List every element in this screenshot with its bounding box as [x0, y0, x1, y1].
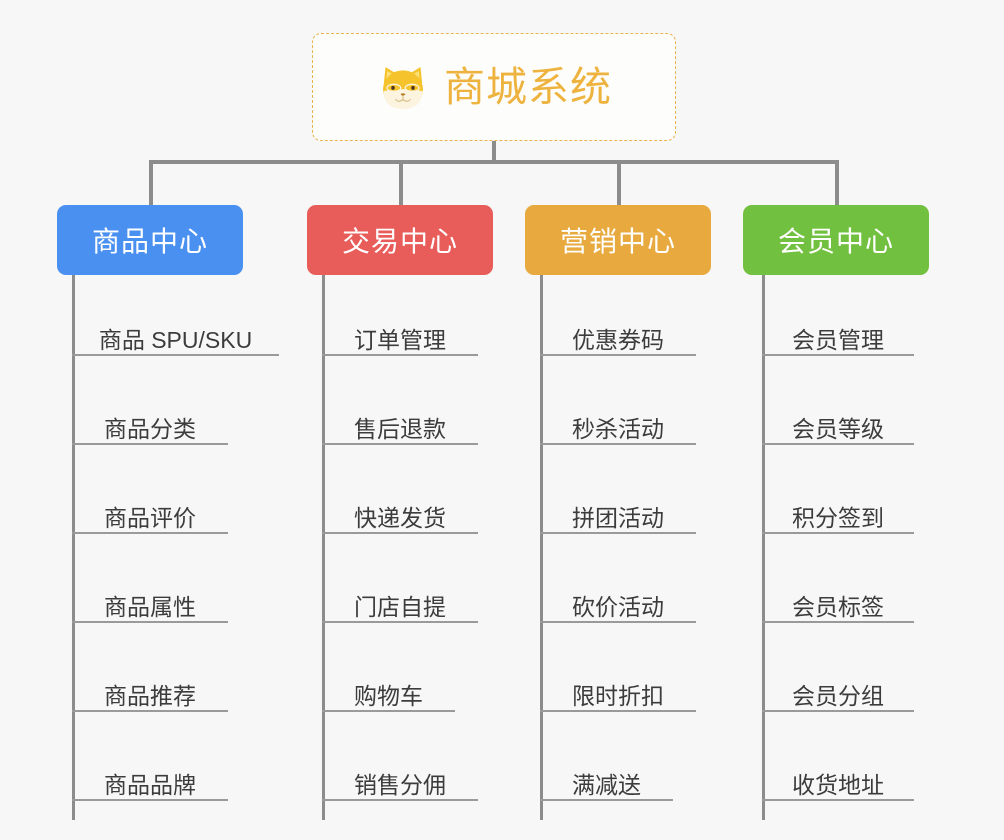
- leaf-item[interactable]: 商品品牌: [72, 767, 228, 801]
- leaf-label: 优惠券码: [572, 326, 664, 353]
- leaf-item[interactable]: 会员标签: [762, 589, 914, 623]
- leaf-label: 订单管理: [354, 326, 446, 353]
- category-header-4-label: 会员中心: [777, 226, 894, 257]
- leaf-label: 积分签到: [792, 504, 884, 531]
- leaf-label: 购物车: [354, 682, 423, 709]
- leaf-item[interactable]: 满减送: [540, 767, 673, 801]
- root-title: 商城系统: [444, 63, 612, 110]
- leaf-label: 商品评价: [104, 504, 196, 531]
- leaf-label: 限时折扣: [572, 682, 664, 709]
- leaf-label: 门店自提: [354, 593, 446, 620]
- leaf-item[interactable]: 拼团活动: [540, 500, 696, 534]
- leaf-item[interactable]: 商品评价: [72, 500, 228, 534]
- leaf-item[interactable]: 商品推荐: [72, 678, 228, 712]
- connector-drop-1: [149, 160, 153, 205]
- connector-drop-4: [835, 160, 839, 205]
- category-header-3-label: 营销中心: [559, 226, 676, 257]
- leaf-item[interactable]: 商品分类: [72, 411, 228, 445]
- connector-bus: [149, 160, 839, 164]
- leaf-label: 销售分佣: [354, 771, 446, 798]
- leaf-label: 会员分组: [792, 682, 884, 709]
- leaf-label: 会员标签: [792, 593, 884, 620]
- connector-drop-2: [399, 160, 403, 205]
- leaf-item[interactable]: 秒杀活动: [540, 411, 696, 445]
- column-trunk-1: [72, 275, 75, 820]
- leaf-label: 商品分类: [104, 415, 196, 442]
- leaf-item[interactable]: 快递发货: [322, 500, 478, 534]
- connector-drop-3: [617, 160, 621, 205]
- leaf-item[interactable]: 收货地址: [762, 767, 914, 801]
- leaf-label: 商品属性: [104, 593, 196, 620]
- leaf-item[interactable]: 砍价活动: [540, 589, 696, 623]
- leaf-label: 会员管理: [792, 326, 884, 353]
- leaf-label: 拼团活动: [572, 504, 664, 531]
- connector-root-stem: [492, 141, 496, 163]
- leaf-label: 商品品牌: [104, 771, 196, 798]
- category-header-2-label: 交易中心: [341, 226, 458, 257]
- leaf-label: 快递发货: [354, 504, 446, 531]
- category-header-1-label: 商品中心: [91, 226, 208, 257]
- category-header-1[interactable]: 商品中心: [57, 205, 243, 275]
- leaf-item[interactable]: 优惠券码: [540, 322, 696, 356]
- root-node[interactable]: 商城系统: [312, 33, 676, 141]
- leaf-label: 售后退款: [354, 415, 446, 442]
- category-header-3[interactable]: 营销中心: [525, 205, 711, 275]
- leaf-item[interactable]: 会员分组: [762, 678, 914, 712]
- category-header-4[interactable]: 会员中心: [743, 205, 929, 275]
- leaf-label: 商品推荐: [104, 682, 196, 709]
- leaf-item[interactable]: 会员管理: [762, 322, 914, 356]
- leaf-item[interactable]: 商品 SPU/SKU: [72, 322, 279, 356]
- leaf-label: 收货地址: [792, 771, 884, 798]
- column-trunk-2: [322, 275, 325, 820]
- leaf-item[interactable]: 限时折扣: [540, 678, 696, 712]
- leaf-label: 商品 SPU/SKU: [98, 326, 253, 353]
- leaf-label: 砍价活动: [572, 593, 664, 620]
- leaf-label: 会员等级: [792, 415, 884, 442]
- leaf-item[interactable]: 门店自提: [322, 589, 478, 623]
- leaf-item[interactable]: 会员等级: [762, 411, 914, 445]
- shiba-dog-face-icon: [376, 62, 430, 112]
- leaf-item[interactable]: 售后退款: [322, 411, 478, 445]
- column-trunk-4: [762, 275, 765, 820]
- leaf-item[interactable]: 销售分佣: [322, 767, 478, 801]
- leaf-item[interactable]: 购物车: [322, 678, 455, 712]
- column-trunk-3: [540, 275, 543, 820]
- category-header-2[interactable]: 交易中心: [307, 205, 493, 275]
- leaf-item[interactable]: 商品属性: [72, 589, 228, 623]
- leaf-label: 秒杀活动: [572, 415, 664, 442]
- leaf-item[interactable]: 积分签到: [762, 500, 914, 534]
- leaf-item[interactable]: 订单管理: [322, 322, 478, 356]
- leaf-label: 满减送: [572, 771, 641, 798]
